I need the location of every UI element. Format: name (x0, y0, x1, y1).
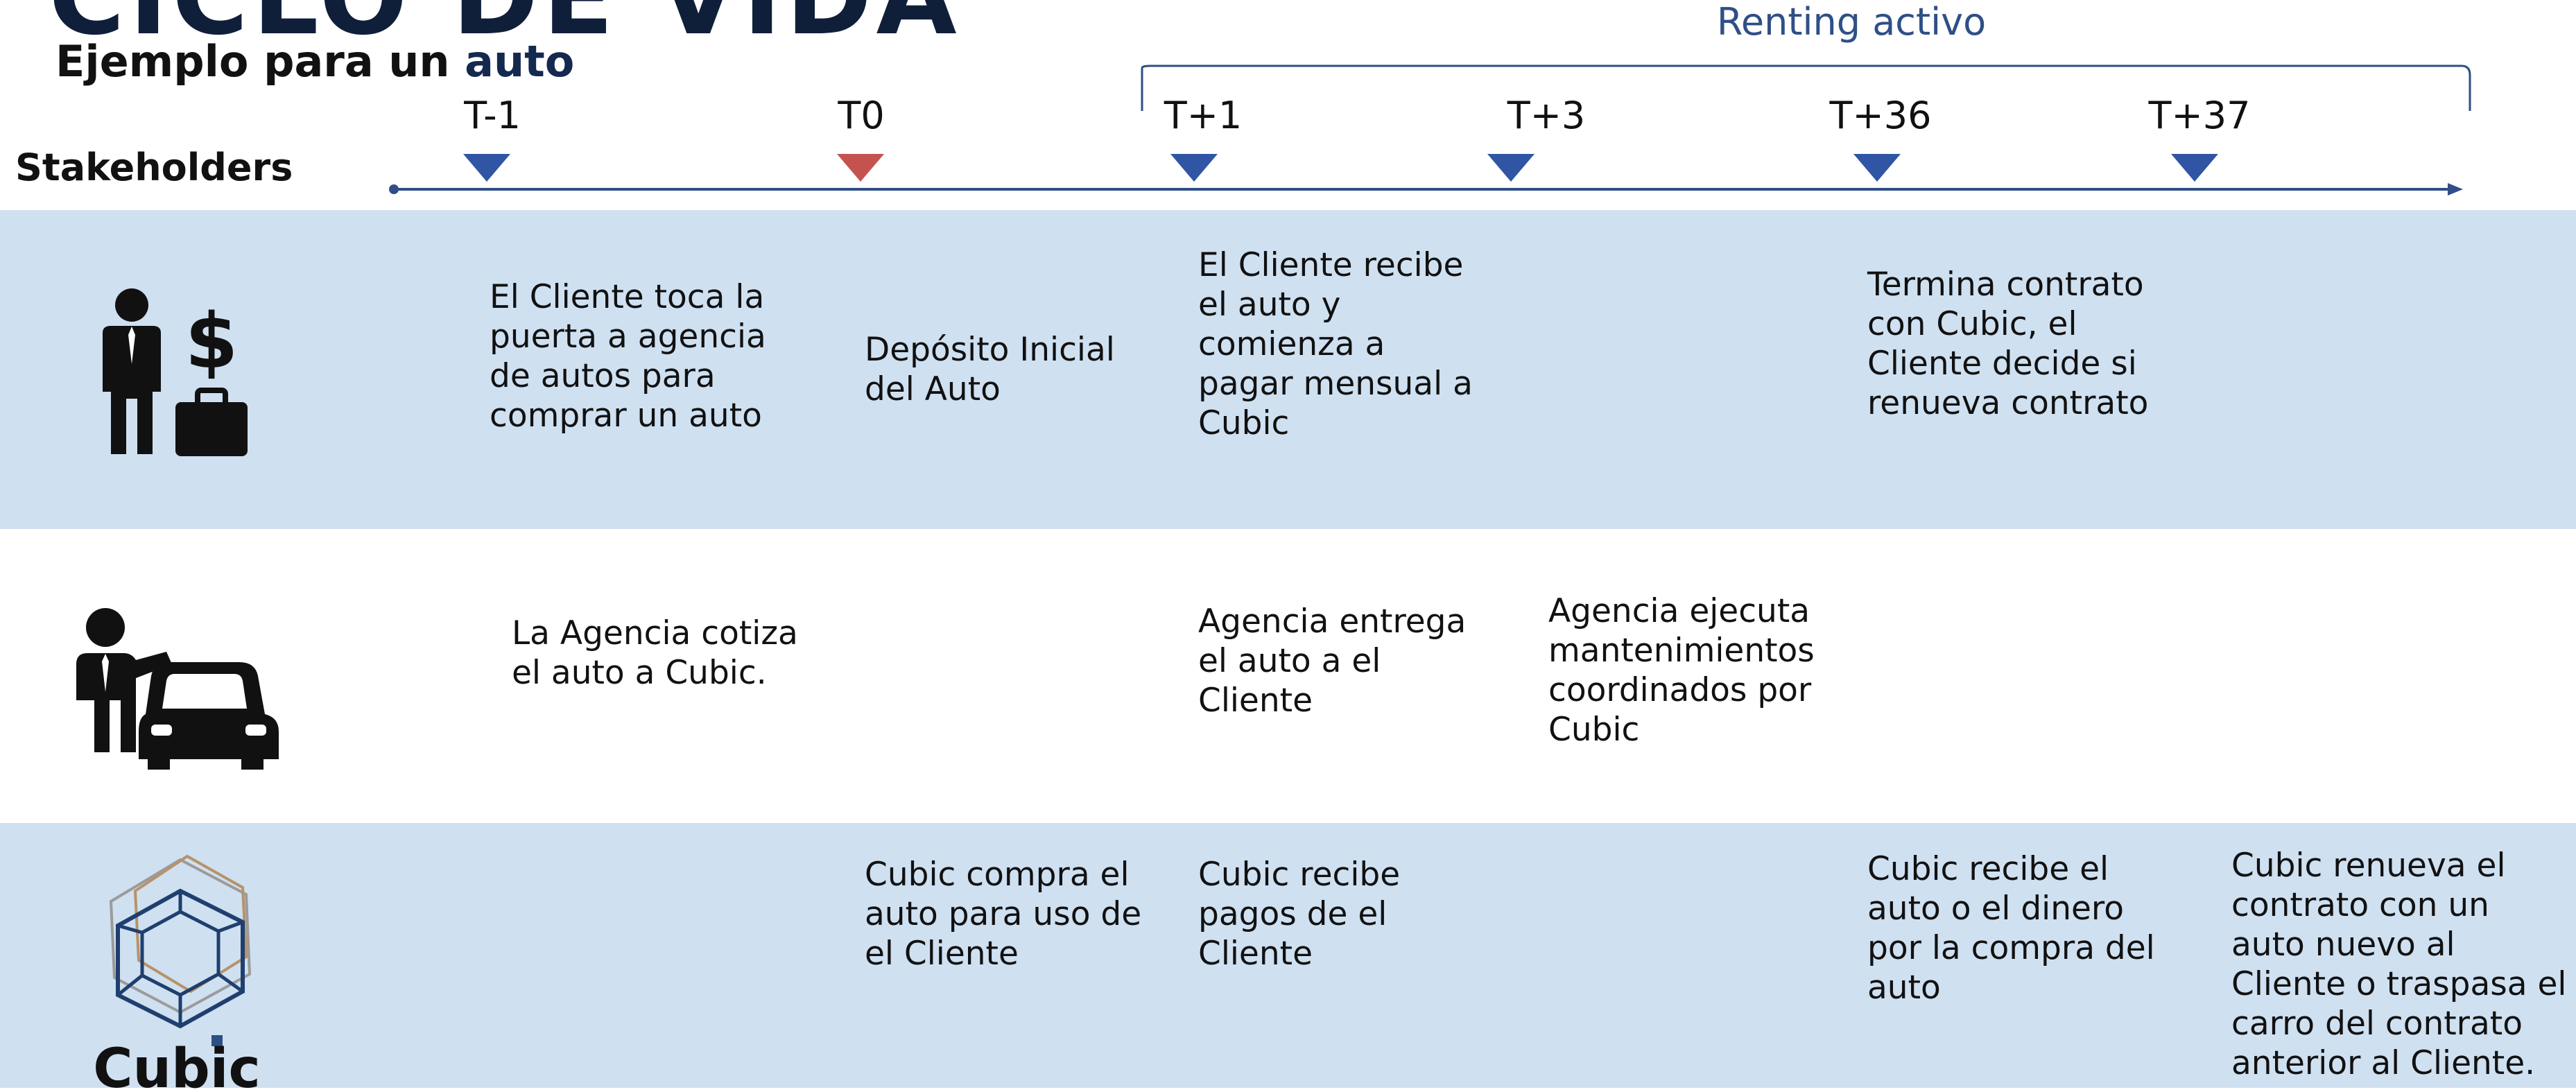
businessman-money-briefcase-icon: $ (103, 288, 248, 456)
cell-cliente-t-plus-36: Termina contrato con Cubic, el Cliente d… (1867, 266, 2149, 422)
cell-cubic-t0: Cubic compra el auto para uso de el Clie… (865, 856, 1142, 973)
timeline (389, 64, 2471, 196)
tick-marker-t-plus-3 (1487, 154, 1535, 182)
cell-cliente-t-plus-1: El Cliente recibe el auto y comienza a p… (1198, 246, 1473, 442)
subtitle-highlight: auto (465, 36, 575, 87)
cubic-logo-icon: Cubic (93, 854, 261, 1092)
svg-text:$: $ (185, 297, 239, 385)
renting-bracket (1141, 64, 2471, 111)
cell-agencia-t-plus-3: Agencia ejecuta mantenimientos coordinad… (1548, 592, 1815, 749)
tick-marker-t0 (837, 154, 884, 182)
tick-label-t0: T0 (838, 94, 885, 137)
dealer-car-icon (76, 608, 279, 770)
tick-marker-t-plus-1 (1170, 154, 1218, 182)
stakeholders-label: Stakeholders (15, 146, 293, 189)
cell-cliente-t0: Depósito Inicial del Auto (865, 331, 1115, 408)
tick-marker-t-plus-36 (1853, 154, 1901, 182)
cell-cliente-t-minus-1: El Cliente toca la puerta a agencia de a… (490, 278, 766, 435)
timeline-start-dot (389, 184, 399, 194)
page-subtitle: Ejemplo para un auto (55, 36, 574, 87)
tick-label-t-plus-36: T+36 (1829, 94, 1932, 137)
page-title: CICLO DE VIDA (49, 0, 961, 50)
tick-label-t-plus-3: T+3 (1507, 94, 1586, 137)
cubic-logo-text: Cubic (93, 1038, 261, 1092)
row-band-cubic (0, 823, 2576, 1088)
row-band-cliente (0, 210, 2576, 529)
subtitle-prefix: Ejemplo para un (55, 36, 465, 87)
tick-marker-t-minus-1 (463, 154, 510, 182)
tick-label-t-plus-1: T+1 (1164, 94, 1243, 137)
tick-marker-t-plus-37 (2171, 154, 2218, 182)
timeline-arrow-head (2448, 183, 2463, 196)
renting-activo-label: Renting activo (1716, 0, 1987, 44)
cell-agencia-t-minus-1: La Agencia cotiza el auto a Cubic. (512, 614, 798, 692)
tick-label-t-minus-1: T-1 (464, 94, 521, 137)
cell-cubic-t-plus-37: Cubic renueva el contrato con un auto nu… (2231, 847, 2567, 1082)
cell-cubic-t-plus-36: Cubic recibe el auto o el dinero por la … (1867, 850, 2155, 1007)
cell-agencia-t-plus-1: Agencia entrega el auto a el Cliente (1198, 603, 1467, 720)
cell-cubic-t-plus-1: Cubic recibe pagos de el Cliente (1198, 856, 1401, 973)
tick-label-t-plus-37: T+37 (2148, 94, 2251, 137)
